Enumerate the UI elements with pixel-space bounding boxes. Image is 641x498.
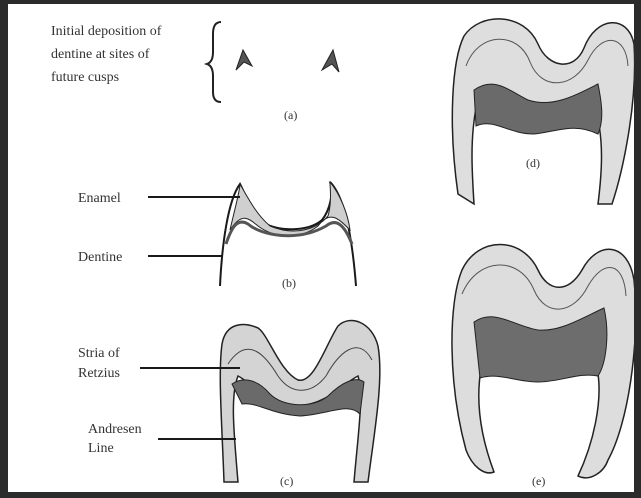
caption-b: (b) — [282, 276, 296, 291]
enamel-label: Enamel — [78, 187, 121, 210]
note-line-2: dentine at sites of — [51, 43, 149, 66]
caption-c: (c) — [280, 474, 293, 489]
tooth-b — [220, 182, 356, 286]
tooth-e — [452, 245, 634, 478]
note-line-1: Initial deposition of — [51, 20, 161, 43]
dentine-label: Dentine — [78, 246, 122, 269]
caption-a: (a) — [284, 108, 297, 123]
dentine-cone-right — [322, 50, 339, 72]
brace-shape — [207, 22, 221, 102]
tooth-c — [220, 320, 380, 482]
caption-d: (d) — [526, 156, 540, 171]
tooth-d — [452, 19, 634, 204]
caption-e: (e) — [532, 474, 545, 489]
note-line-3: future cusps — [51, 66, 119, 89]
stria-label-line-2: Retzius — [78, 362, 120, 385]
dentine-cone-left — [236, 50, 252, 70]
andresen-label-line-2: Line — [88, 437, 114, 460]
diagram-panel: Initial deposition of dentine at sites o… — [8, 4, 634, 492]
